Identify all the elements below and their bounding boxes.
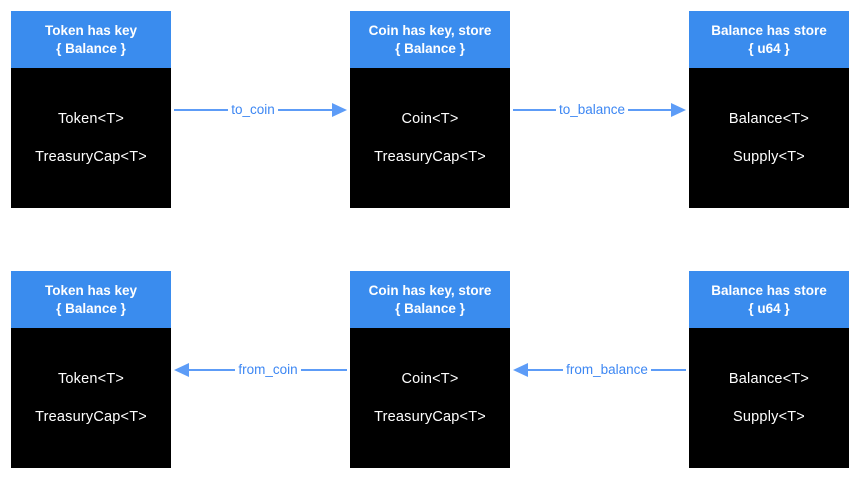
box-header-token: Token has key { Balance } bbox=[11, 11, 171, 68]
box-item: Coin<T> bbox=[401, 111, 459, 127]
diagram-row-bottom: Token has key { Balance } Token<T> Treas… bbox=[11, 271, 849, 468]
box-title: Token has key bbox=[44, 22, 138, 38]
arrow-line bbox=[528, 368, 564, 371]
box-subtitle: { Balance } bbox=[56, 300, 126, 316]
arrowhead-right-icon bbox=[332, 102, 348, 117]
arrow-label: from_coin bbox=[238, 362, 298, 377]
arrow-label: to_coin bbox=[231, 102, 275, 117]
arrowhead-left-icon bbox=[174, 362, 189, 377]
box-item: Coin<T> bbox=[401, 371, 459, 387]
arrowhead-right-icon bbox=[671, 102, 686, 117]
arrow-line bbox=[277, 108, 333, 111]
box-body-token: Token<T> TreasuryCap<T> bbox=[11, 328, 171, 468]
arrow-from-coin: from_coin bbox=[171, 362, 350, 377]
box-header-balance: Balance has store { u64 } bbox=[689, 271, 849, 328]
box-header-coin: Coin has key, store { Balance } bbox=[350, 271, 510, 328]
box-item: Supply<T> bbox=[733, 149, 805, 165]
box-item: TreasuryCap<T> bbox=[35, 409, 147, 425]
struct-box-token: Token has key { Balance } Token<T> Treas… bbox=[11, 11, 171, 208]
arrow-to-balance: to_balance bbox=[510, 102, 689, 117]
box-title: Token has key bbox=[44, 282, 138, 298]
box-title: Coin has key, store bbox=[368, 22, 492, 38]
box-item: Balance<T> bbox=[728, 371, 810, 387]
arrowhead-left-icon bbox=[513, 362, 528, 377]
box-subtitle: { Balance } bbox=[395, 300, 465, 316]
box-item: TreasuryCap<T> bbox=[374, 409, 486, 425]
struct-box-coin: Coin has key, store { Balance } Coin<T> … bbox=[350, 11, 510, 208]
arrow-line bbox=[174, 108, 229, 111]
box-title: Coin has key, store bbox=[368, 282, 492, 298]
struct-box-coin: Coin has key, store { Balance } Coin<T> … bbox=[350, 271, 510, 468]
box-body-balance: Balance<T> Supply<T> bbox=[689, 68, 849, 208]
box-body-token: Token<T> TreasuryCap<T> bbox=[11, 68, 171, 208]
box-header-coin: Coin has key, store { Balance } bbox=[350, 11, 510, 68]
arrow-line bbox=[513, 108, 556, 111]
box-header-balance: Balance has store { u64 } bbox=[689, 11, 849, 68]
box-subtitle: { u64 } bbox=[748, 300, 790, 316]
arrow-label: from_balance bbox=[566, 362, 648, 377]
arrow-from-balance: from_balance bbox=[510, 362, 689, 377]
arrow-to-coin: to_coin bbox=[171, 102, 350, 117]
struct-box-balance: Balance has store { u64 } Balance<T> Sup… bbox=[689, 271, 849, 468]
arrow-line bbox=[650, 368, 686, 371]
arrow-line bbox=[300, 368, 347, 371]
box-title: Balance has store bbox=[711, 22, 827, 38]
box-item: Token<T> bbox=[57, 111, 125, 127]
struct-box-balance: Balance has store { u64 } Balance<T> Sup… bbox=[689, 11, 849, 208]
box-item: TreasuryCap<T> bbox=[35, 149, 147, 165]
box-subtitle: { u64 } bbox=[748, 40, 790, 56]
box-subtitle: { Balance } bbox=[56, 40, 126, 56]
arrow-label: to_balance bbox=[558, 102, 626, 117]
box-body-balance: Balance<T> Supply<T> bbox=[689, 328, 849, 468]
box-item: Balance<T> bbox=[728, 111, 810, 127]
box-item: Token<T> bbox=[57, 371, 125, 387]
diagram-row-top: Token has key { Balance } Token<T> Treas… bbox=[11, 11, 849, 208]
arrow-line bbox=[628, 108, 671, 111]
struct-box-token: Token has key { Balance } Token<T> Treas… bbox=[11, 271, 171, 468]
box-item: TreasuryCap<T> bbox=[374, 149, 486, 165]
box-subtitle: { Balance } bbox=[395, 40, 465, 56]
arrow-line bbox=[189, 368, 236, 371]
box-title: Balance has store bbox=[711, 282, 827, 298]
box-body-coin: Coin<T> TreasuryCap<T> bbox=[350, 68, 510, 208]
box-header-token: Token has key { Balance } bbox=[11, 271, 171, 328]
box-item: Supply<T> bbox=[733, 409, 805, 425]
box-body-coin: Coin<T> TreasuryCap<T> bbox=[350, 328, 510, 468]
